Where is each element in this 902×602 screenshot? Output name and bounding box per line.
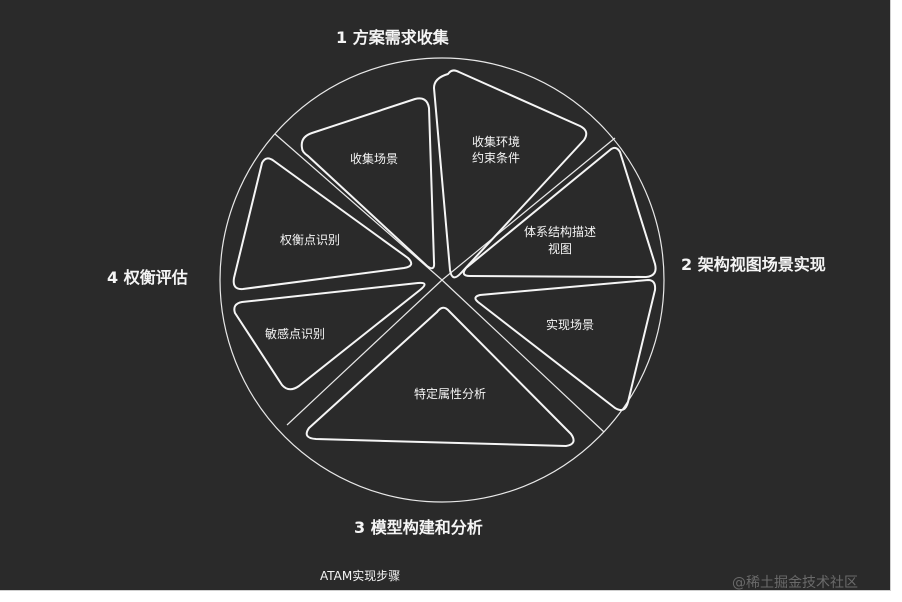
diagram-caption: ATAM实现步骤: [320, 569, 401, 583]
segment-architecture-description-label-1: 体系结构描述: [524, 224, 596, 239]
phase-3-label: 3 模型构建和分析: [354, 518, 483, 537]
divider-bottom-left: [286, 279, 443, 426]
segment-collect-environment-label-1: 收集环境: [472, 134, 520, 149]
diagram-canvas: 收集场景 收集环境 约束条件 体系结构描述 视图 实现场景 特定属性分析 敏感点…: [0, 0, 891, 591]
segment-implement-scenarios-label: 实现场景: [546, 317, 594, 332]
segment-attribute-analysis-label: 特定属性分析: [414, 386, 486, 401]
atam-wheel-diagram: 收集场景 收集环境 约束条件 体系结构描述 视图 实现场景 特定属性分析 敏感点…: [107, 28, 826, 537]
segment-sensitivity-points: [233, 281, 426, 391]
segment-collect-scenarios: [300, 97, 436, 270]
segment-attribute-analysis: [305, 306, 575, 447]
segment-collect-environment: [433, 69, 588, 279]
segment-tradeoff-points-label: 权衡点识别: [280, 233, 340, 247]
divider-bottom-right: [441, 279, 605, 433]
segment-collect-scenarios-label: 收集场景: [350, 151, 398, 166]
divider-top-right: [441, 137, 616, 281]
phase-1-label: 1 方案需求收集: [336, 28, 450, 47]
segment-architecture-description: [462, 146, 657, 278]
watermark: @稀土掘金技术社区: [732, 575, 858, 591]
segment-architecture-description-label-2: 视图: [548, 241, 572, 256]
outer-circle: [219, 57, 665, 503]
segment-implement-scenarios: [474, 279, 657, 411]
phase-2-label: 2 架构视图场景实现: [681, 255, 826, 274]
segment-tradeoff-points: [232, 157, 413, 291]
segment-collect-environment-label-2: 约束条件: [472, 150, 520, 165]
phase-4-label: 4 权衡评估: [107, 268, 188, 287]
divider-top-left: [274, 133, 443, 281]
segment-sensitivity-points-label: 敏感点识别: [265, 326, 325, 341]
